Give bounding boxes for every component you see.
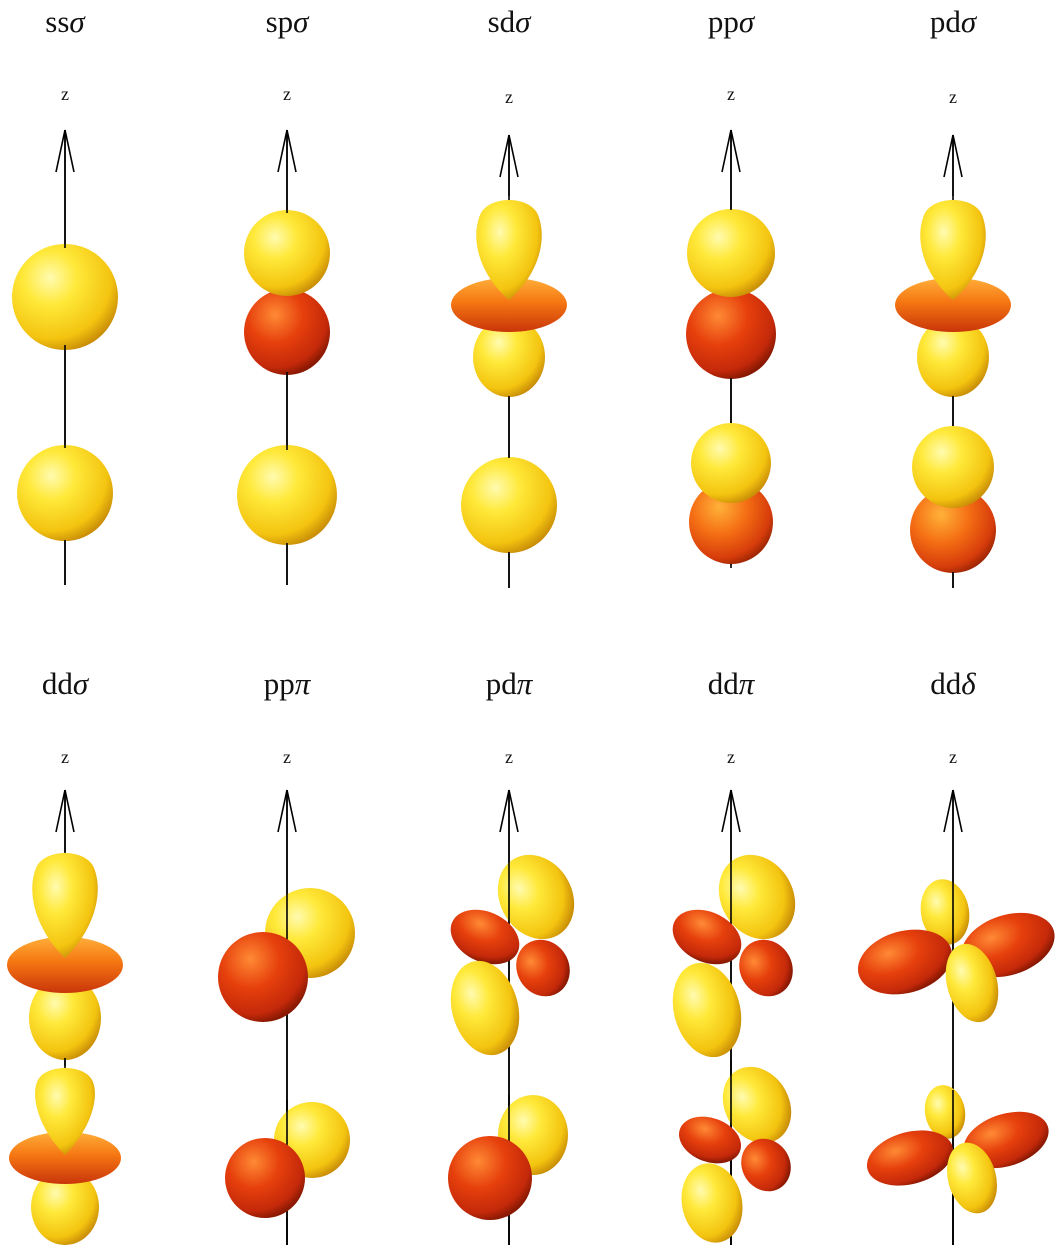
dxz-front-lobe xyxy=(672,962,742,1058)
dxz-back-lobe xyxy=(741,1138,791,1192)
panel-titles: ssσ spσ sdσ ppσ pdσ ddσ ppπ pdπ ddπ ddδ xyxy=(42,4,978,701)
panel-dd-sigma xyxy=(7,790,123,1245)
panel-title-pp-pi: ppπ xyxy=(264,666,312,701)
dz2-upper-lobe xyxy=(920,200,986,300)
dxz-back-lobe xyxy=(722,1066,792,1144)
dxz-front-lobe xyxy=(450,909,520,965)
panel-title-dd-sigma: ddσ xyxy=(42,666,90,701)
p-orbital-positive-lobe xyxy=(691,423,771,503)
z-axis-label: z xyxy=(949,87,957,107)
z-axis-label: z xyxy=(283,747,291,767)
dxy-front-lobe xyxy=(947,1142,997,1214)
dz2-lower-lobe xyxy=(917,317,989,397)
z-axis-label: z xyxy=(505,747,513,767)
z-axis-label: z xyxy=(61,84,69,104)
panel-title-sp-sigma: spσ xyxy=(266,4,311,39)
z-axis-label: z xyxy=(727,84,735,104)
z-axis-label: z xyxy=(727,747,735,767)
dz2-lower-lobe xyxy=(29,976,101,1060)
dxz-front-lobe xyxy=(681,1163,743,1243)
dxz-front-lobe xyxy=(672,909,742,965)
p-orbital-negative-lobe xyxy=(910,487,996,573)
s-orbital-lobe xyxy=(461,457,557,553)
dz2-torus xyxy=(9,1132,121,1184)
panel-dd-pi xyxy=(672,790,796,1245)
panel-title-pd-sigma: pdσ xyxy=(930,4,978,39)
dz2-lower-lobe xyxy=(473,317,545,397)
panel-dd-delta xyxy=(857,790,1055,1245)
p-orbital-negative-lobe xyxy=(689,480,773,564)
panel-sp-sigma xyxy=(237,130,337,585)
z-axis-label: z xyxy=(949,747,957,767)
dxz-front-lobe xyxy=(450,960,520,1056)
p-orbital-positive-lobe xyxy=(244,210,330,296)
dxy-side-lobe xyxy=(857,929,953,995)
dxy-back-lobe xyxy=(920,879,970,945)
p-orbital-positive-lobe xyxy=(687,209,775,297)
p-orbital-negative-lobe xyxy=(244,289,330,375)
panel-sd-sigma xyxy=(451,135,567,588)
dz2-upper-lobe xyxy=(35,1068,95,1155)
dxz-back-lobe xyxy=(739,939,793,997)
p-orbital-positive-lobe xyxy=(912,426,994,508)
dxy-side-lobe xyxy=(866,1130,954,1186)
dxz-back-lobe xyxy=(497,854,575,940)
panel-title-dd-pi: ddπ xyxy=(708,666,756,701)
dz2-upper-lobe xyxy=(32,853,98,958)
s-orbital-lobe xyxy=(12,244,118,350)
panel-title-pd-pi: pdπ xyxy=(486,666,534,701)
panel-title-dd-delta: ddδ xyxy=(930,666,976,701)
panel-title-sd-sigma: sdσ xyxy=(488,4,533,39)
z-axis-label: z xyxy=(505,87,513,107)
s-orbital-lobe xyxy=(17,445,113,541)
dz2-torus xyxy=(895,278,1011,332)
panel-ss-sigma xyxy=(12,130,118,585)
panel-pd-sigma xyxy=(895,135,1011,588)
panel-pp-sigma xyxy=(686,130,776,568)
panel-title-ss-sigma: ssσ xyxy=(45,4,86,39)
p-orbital-negative-lobe xyxy=(218,932,308,1022)
s-orbital-lobe xyxy=(237,445,337,545)
p-orbital-negative-lobe xyxy=(686,289,776,379)
dz2-lower-lobe xyxy=(31,1169,99,1245)
z-axis-label: z xyxy=(283,84,291,104)
axis-labels: z z z z z z z z z z xyxy=(61,84,957,767)
dz2-upper-lobe xyxy=(476,200,542,300)
dxy-back-lobe xyxy=(924,1085,966,1139)
dxz-back-lobe xyxy=(516,939,570,997)
p-orbital-negative-lobe xyxy=(448,1136,532,1220)
z-axis-label: z xyxy=(61,747,69,767)
dz2-torus xyxy=(7,937,123,993)
dz2-torus xyxy=(451,278,567,332)
dxz-back-lobe xyxy=(718,854,796,940)
panel-pd-pi xyxy=(448,790,575,1245)
dxy-front-lobe xyxy=(945,943,999,1023)
panel-pp-pi xyxy=(218,790,355,1245)
p-orbital-negative-lobe xyxy=(225,1138,305,1218)
dxz-front-lobe xyxy=(679,1116,741,1164)
panel-title-pp-sigma: ppσ xyxy=(708,4,756,39)
